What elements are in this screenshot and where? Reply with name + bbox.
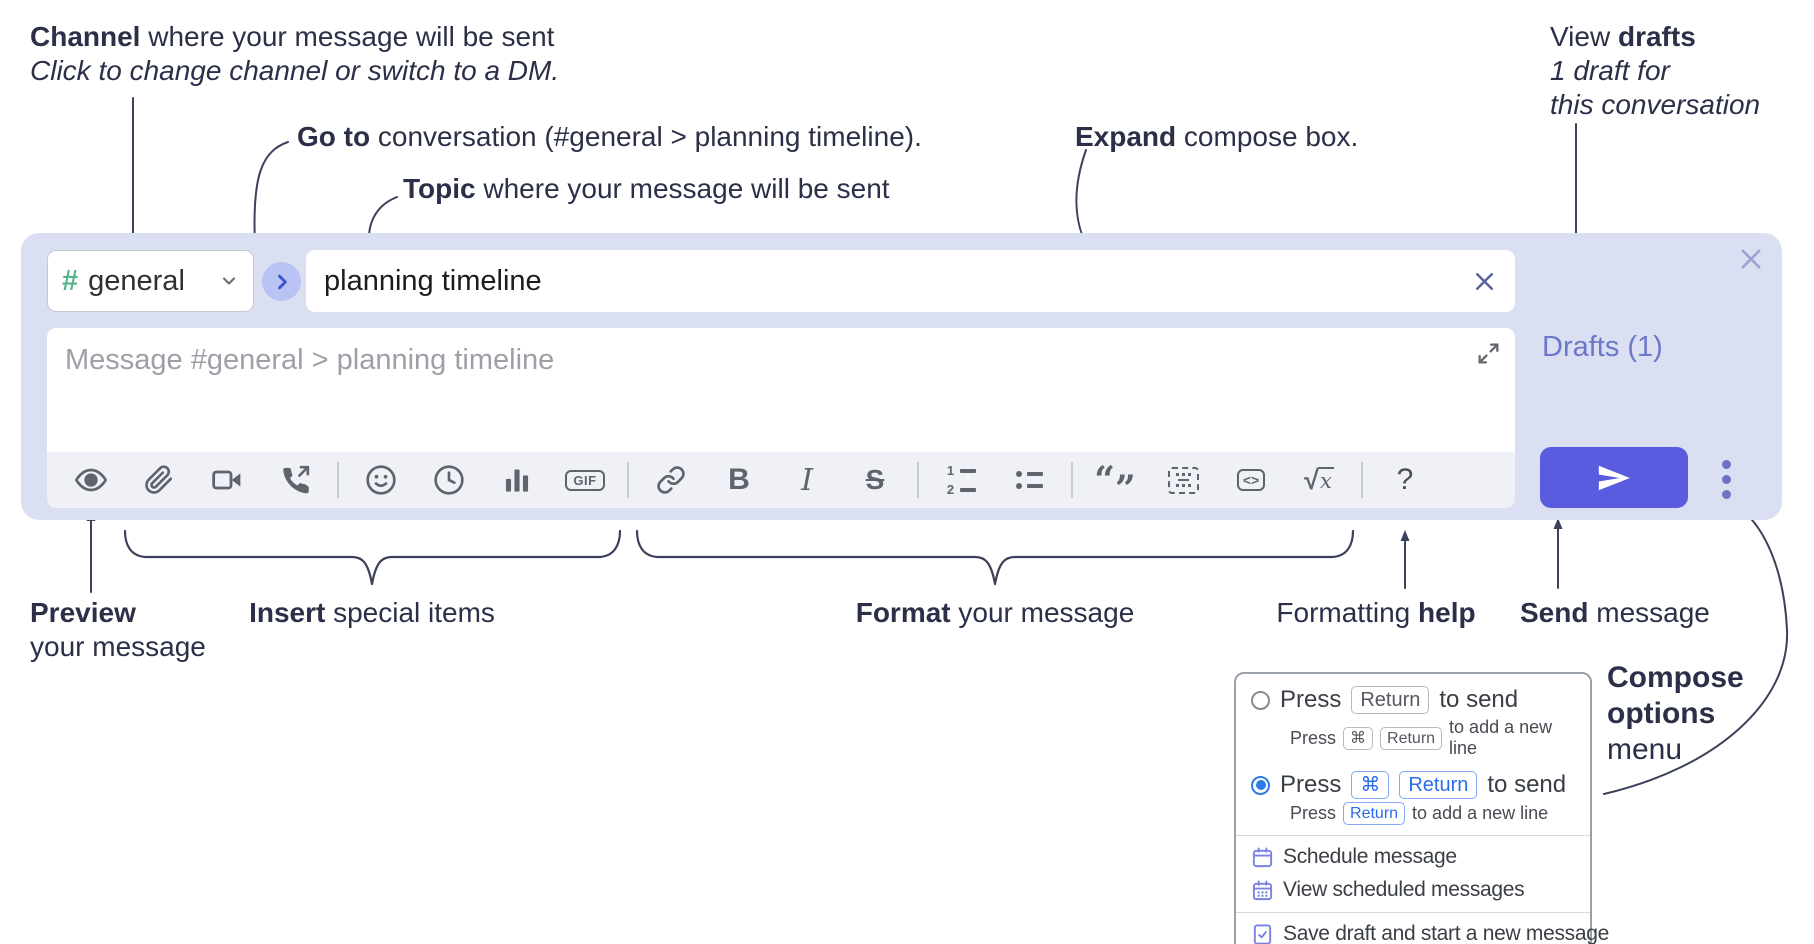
quote-icon[interactable]: “” [1094,459,1136,510]
chevron-down-icon [219,271,239,291]
toolbar-separator [1071,462,1073,498]
voice-call-icon[interactable] [261,452,329,508]
ellipsis-dot [1721,460,1731,469]
compose-box: # general planning timeline Message #gen… [21,233,1782,520]
spoiler-icon[interactable] [1149,452,1217,508]
save-draft-item[interactable]: Save draft and start a new message [1251,922,1609,944]
ellipsis-dot [1721,475,1731,484]
compose-options-button[interactable] [1714,460,1738,499]
schedule-message-item[interactable]: Schedule message [1251,845,1575,869]
cmd-key: ⌘ [1343,726,1374,750]
enter-sends-subtext: Press ⌘ Return to add a new line [1290,717,1553,758]
math-icon[interactable]: √x [1304,464,1334,495]
calendar-dots-icon [1251,879,1274,902]
cmd-enter-sends-subtext: Press Return to add a new line [1290,802,1549,825]
gif-icon[interactable]: GIF [551,452,619,508]
return-key: Return [1399,771,1478,799]
link-icon[interactable] [637,452,705,508]
preview-annotation: Preview your message [30,597,206,662]
poll-icon[interactable] [483,452,551,508]
cmd-enter-sends-option[interactable]: Press ⌘ Return to send [1251,771,1575,799]
return-key: Return [1380,726,1443,750]
italic-icon[interactable]: I [801,462,813,498]
compose-toolbar: GIF B I S 1 2 [47,452,1515,508]
radio-unselected-icon[interactable] [1251,690,1270,710]
channel-selector[interactable]: # general [47,250,254,312]
topic-annotation: Topic where your message will be sent [403,173,890,204]
cmd-key: ⌘ [1351,771,1390,799]
bulleted-list-icon[interactable] [995,452,1063,508]
channel-hash-icon: # [62,264,79,297]
toolbar-separator [917,462,919,498]
preview-eye-icon[interactable] [57,452,125,508]
draft-check-icon [1251,923,1274,944]
calendar-icon [1251,846,1274,869]
compose-options-menu: Press Return to send Press ⌘ Return to a… [1234,672,1609,944]
view-drafts-annotation: View drafts 1 draft for this conversatio… [1550,21,1761,120]
emoji-icon[interactable] [347,452,415,508]
numbered-list-icon[interactable]: 1 2 [927,452,995,508]
toolbar-separator [1361,462,1363,498]
compose-options-annotation: Compose options menu [1607,661,1744,766]
view-scheduled-messages-item[interactable]: View scheduled messages [1251,878,1575,902]
expand-compose-icon[interactable] [1476,341,1501,366]
code-icon[interactable]: <> [1217,452,1285,508]
topic-input[interactable]: planning timeline [306,250,1515,312]
channel-annotation: Channel where your message will be sent … [30,21,560,86]
attach-file-icon[interactable] [125,452,193,508]
menu-divider [1236,835,1590,836]
insert-annotation: Insert special items [249,597,495,628]
formatting-help-icon[interactable]: ? [1396,463,1414,496]
message-placeholder: Message #general > planning timeline [65,344,555,376]
ellipsis-dot [1721,490,1731,499]
return-key: Return [1343,802,1406,825]
toolbar-separator [627,462,629,498]
send-annotation: Send message [1520,597,1710,628]
menu-divider [1236,912,1590,913]
close-compose-icon[interactable] [1737,245,1765,273]
strikethrough-icon[interactable]: S [865,464,885,495]
goto-annotation: Go to conversation (#general > planning … [297,121,922,152]
send-icon [1596,465,1632,491]
expand-annotation: Expand compose box. [1075,121,1359,152]
radio-selected-icon[interactable] [1251,775,1270,795]
toolbar-separator [337,462,339,498]
bold-icon[interactable]: B [728,463,750,496]
drafts-link[interactable]: Drafts (1) [1542,331,1663,363]
send-button[interactable] [1540,447,1688,508]
message-textarea[interactable]: Message #general > planning timeline [47,328,1515,452]
return-key: Return [1351,686,1430,714]
formatting-help-annotation: Formatting help [1276,597,1476,628]
enter-sends-option[interactable]: Press Return to send [1251,686,1575,714]
format-annotation: Format your message [855,597,1135,628]
video-call-icon[interactable] [193,452,261,508]
go-to-conversation-button[interactable] [262,262,301,301]
chevron-right-icon [272,272,292,292]
clear-topic-icon[interactable] [1472,269,1497,294]
channel-name: general [88,264,185,297]
schedule-time-icon[interactable] [415,452,483,508]
topic-value: planning timeline [324,264,542,297]
